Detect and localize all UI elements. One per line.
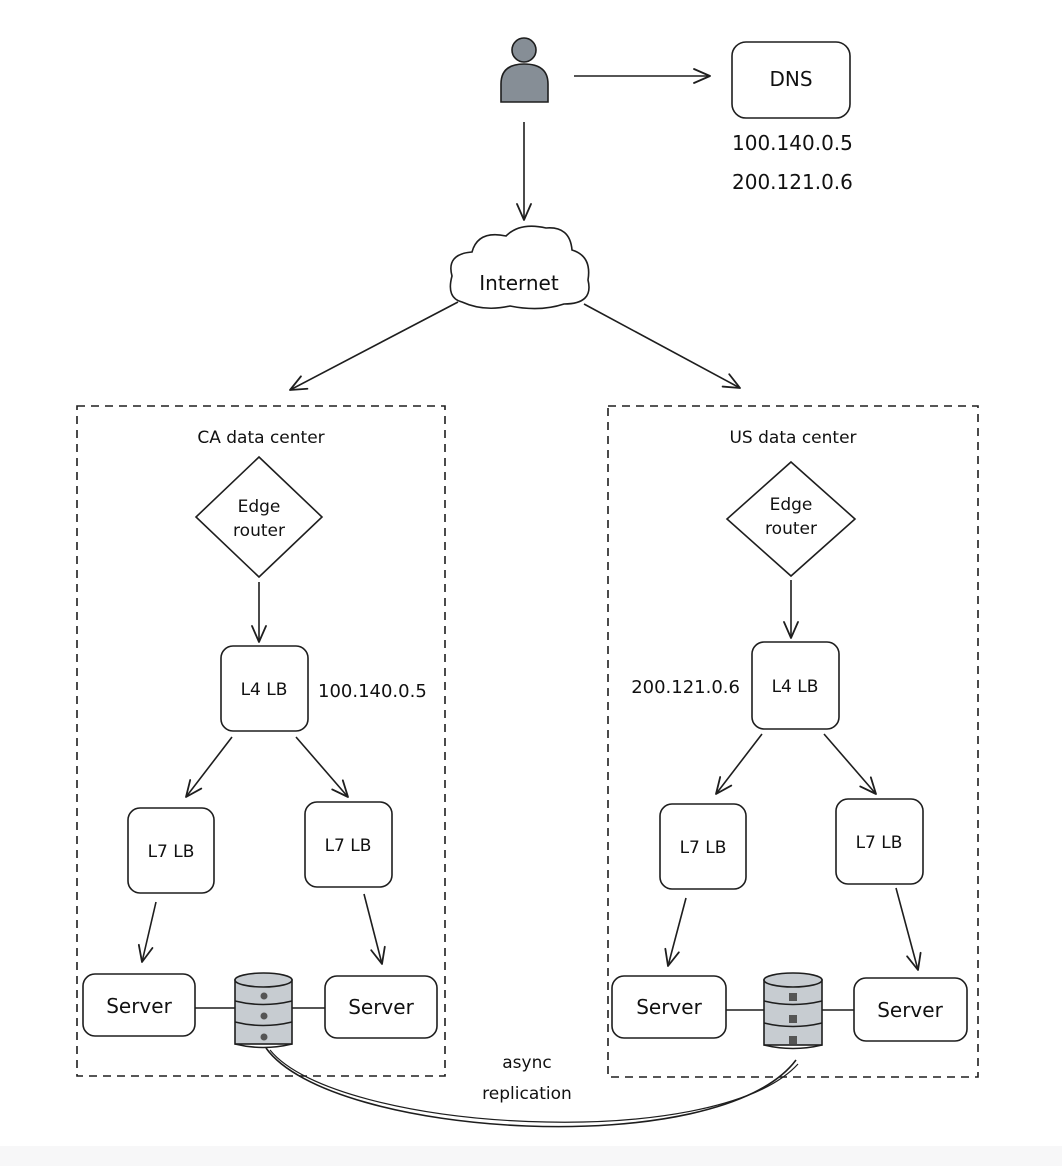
svg-text:L4 LB: L4 LB: [772, 677, 819, 697]
svg-text:Edge: Edge: [238, 497, 281, 517]
svg-text:Server: Server: [106, 994, 172, 1018]
svg-text:router: router: [765, 519, 817, 539]
svg-text:L7 LB: L7 LB: [856, 833, 903, 853]
cloud-icon: Internet: [449, 225, 590, 310]
ca-data-center: CA data center Edge router L4 LB 100.140…: [76, 405, 446, 1077]
ca-l4-to-l7-right-arrow: [295, 736, 349, 798]
us-l7-load-balancer-right: L7 LB: [835, 798, 924, 885]
us-server-left: Server: [611, 975, 727, 1039]
us-l7-right-to-server-arrow: [895, 887, 922, 971]
ca-l7-left-to-server-arrow: [137, 901, 157, 963]
svg-text:L7 LB: L7 LB: [148, 842, 195, 862]
ca-server-right: Server: [324, 975, 438, 1039]
ca-l7-right-to-server-arrow: [363, 893, 386, 965]
svg-text:router: router: [233, 521, 285, 541]
ca-l7-load-balancer-right: L7 LB: [304, 801, 393, 888]
us-l4-ip: 200.121.0.6: [631, 677, 740, 698]
us-edge-router: Edge router: [725, 460, 857, 578]
ca-l7-load-balancer-left: L7 LB: [127, 807, 215, 894]
svg-text:L7 LB: L7 LB: [680, 838, 727, 858]
us-database-icon: [763, 972, 823, 1050]
ca-database-icon: [234, 972, 293, 1049]
user-icon: [500, 37, 549, 103]
ca-l4-ip: 100.140.0.5: [318, 681, 427, 702]
svg-text:L7 LB: L7 LB: [325, 836, 372, 856]
async-replication-link: async replication: [265, 1047, 799, 1128]
replication-label-2: replication: [482, 1084, 572, 1104]
us-server-right: Server: [853, 977, 968, 1042]
internet-to-us-arrow: [583, 303, 741, 389]
us-l4-to-l7-right-arrow: [823, 733, 877, 795]
dns-ip-2: 200.121.0.6: [732, 170, 853, 194]
footer-bar: [0, 1146, 1062, 1166]
ca-data-center-title: CA data center: [197, 428, 324, 448]
us-l7-left-to-server-arrow: [664, 897, 687, 967]
internet-label: Internet: [479, 271, 559, 295]
us-data-center: US data center Edge router L4 LB 200.121…: [607, 405, 979, 1078]
svg-text:Edge: Edge: [770, 495, 813, 515]
svg-text:Server: Server: [877, 998, 943, 1022]
replication-label-1: async: [502, 1053, 551, 1073]
dns-ip-1: 100.140.0.5: [732, 131, 853, 155]
us-l7-load-balancer-left: L7 LB: [659, 803, 747, 890]
ca-l4-to-l7-left-arrow: [185, 736, 233, 798]
us-l4-to-l7-left-arrow: [715, 733, 763, 795]
us-l4-load-balancer: L4 LB: [751, 641, 840, 730]
ca-edge-router: Edge router: [194, 455, 324, 579]
us-data-center-title: US data center: [729, 428, 856, 448]
dns-label: DNS: [769, 67, 812, 91]
svg-text:Server: Server: [636, 995, 702, 1019]
internet-to-ca-arrow: [289, 301, 459, 391]
ca-l4-load-balancer: L4 LB: [220, 645, 309, 732]
ca-server-left: Server: [82, 973, 196, 1037]
svg-text:Server: Server: [348, 995, 414, 1019]
dns-server: DNS: [731, 41, 851, 119]
svg-text:L4 LB: L4 LB: [241, 680, 288, 700]
